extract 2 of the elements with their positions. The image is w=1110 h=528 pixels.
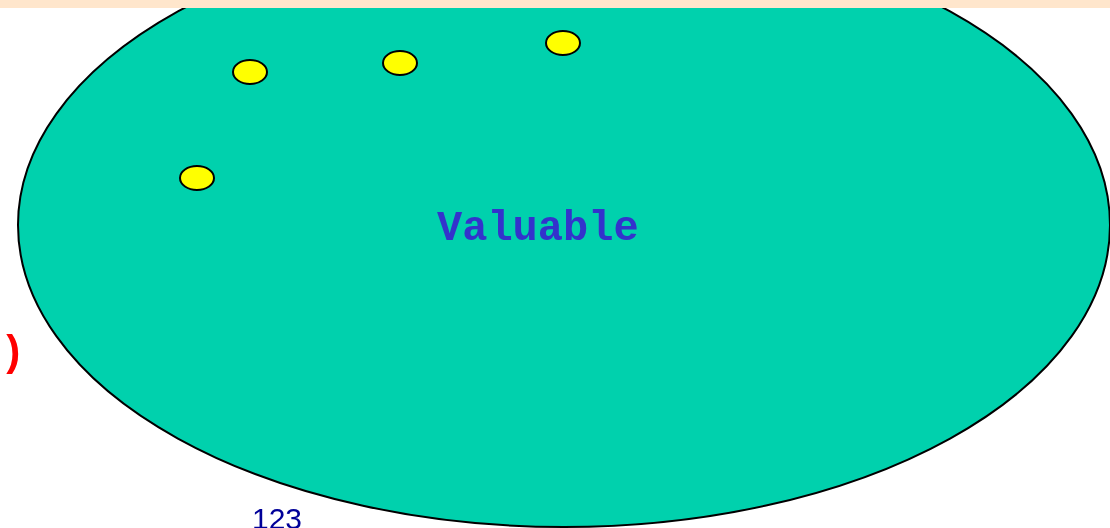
bracket-fragment: ) <box>0 330 26 378</box>
region-label: Valuable <box>437 205 639 253</box>
